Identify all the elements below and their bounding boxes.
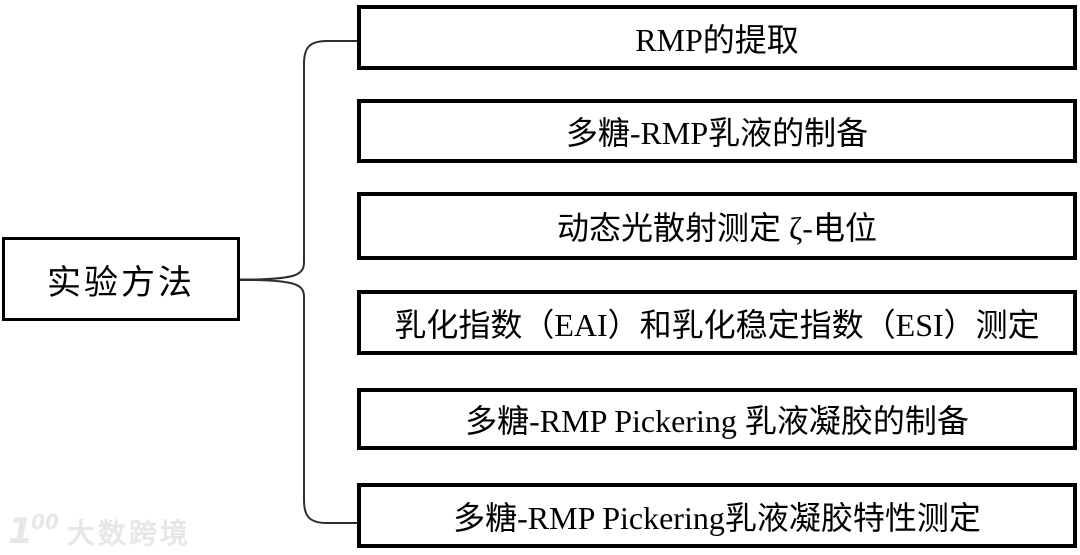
watermark-text: 大数跨境 (66, 517, 191, 551)
method-box-emulsion-preparation: 多糖-RMP乳液的制备 (357, 99, 1077, 163)
method-box-zeta-potential: 动态光散射测定 ζ-电位 (357, 192, 1077, 260)
method-box-rmp-extraction: RMP的提取 (357, 5, 1077, 70)
watermark-logo-icon: 100 (8, 510, 59, 552)
watermark: 100 大数跨境 (8, 512, 191, 550)
method-box-eai-esi: 乳化指数（EAI）和乳化稳定指数（ESI）测定 (357, 290, 1077, 355)
method-box-pickering-gel-preparation: 多糖-RMP Pickering 乳液凝胶的制备 (357, 388, 1077, 450)
method-box-pickering-gel-properties: 多糖-RMP Pickering乳液凝胶特性测定 (357, 483, 1077, 548)
root-node-experimental-methods: 实验方法 (2, 237, 240, 321)
